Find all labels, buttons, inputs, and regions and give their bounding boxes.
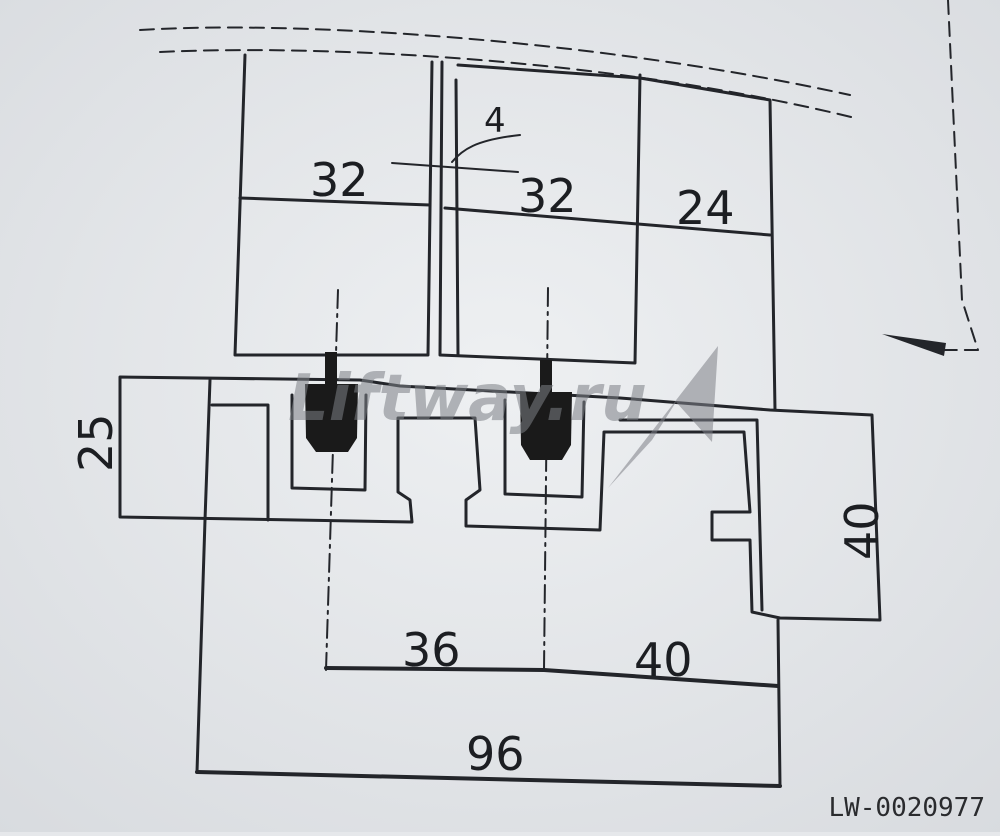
sill-right-inner [618,418,764,612]
label-door-right: 32 [518,169,577,223]
slider-right-stem [540,360,552,392]
label-door-left: 32 [310,153,369,207]
watermark-check-icon [608,346,718,488]
label-gap-top: 4 [484,101,506,141]
dim-line-36 [324,666,546,672]
label-height-left: 25 [69,413,123,472]
sill-step-line [203,378,212,522]
door-right-top [456,63,642,80]
arrow-marker-icon [882,334,946,356]
sill-left-groove [210,403,270,522]
gap-leader [391,162,519,173]
door-right-edge [454,78,460,357]
label-span-left: 36 [402,623,461,677]
dashed-arc-outer [139,26,851,96]
sill-outer-outline [118,375,882,622]
sill-channel-right [503,398,586,499]
sill-channel-left [290,393,368,492]
slider-left-shoe [305,384,358,452]
dim-line-96 [195,770,782,788]
door-left-rail [238,196,432,207]
image-code: LW-0020977 [828,793,985,823]
slider-right-shoe [520,392,572,460]
frame-right-post [638,76,777,412]
label-frame-right: 24 [676,181,735,235]
door-panel-right-inner [438,60,642,365]
door-right-rail [443,206,772,237]
centerline-left [325,289,339,671]
slider-left-stem [325,352,337,384]
gap-leader-arc [451,134,521,163]
label-span-right: 40 [634,633,693,687]
label-overall-width: 96 [466,727,525,781]
label-height-right: 40 [835,501,889,560]
centerline-right [543,287,549,671]
dim-line-40-bottom [542,668,780,688]
watermark-text: Liftway.ru [288,362,647,436]
